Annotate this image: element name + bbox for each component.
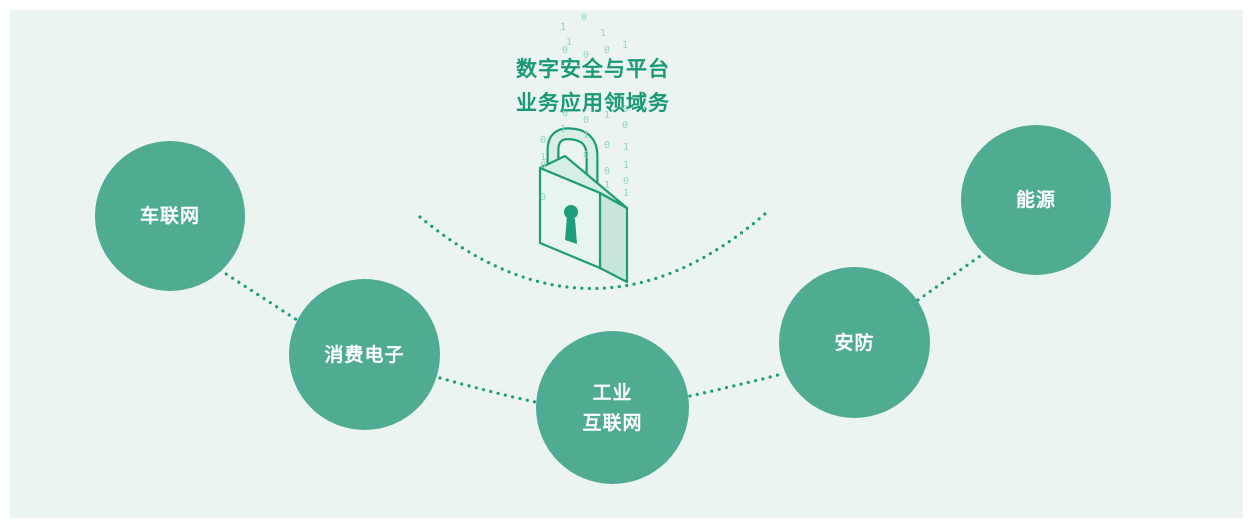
title-line-1: 数字安全与平台 [516,57,670,81]
binary-digit: 0 [623,176,630,187]
node-security: 安防 [779,267,930,418]
node-auto-label: 车联网 [139,205,200,227]
binary-digit: 0 [581,12,588,23]
binary-digit: 0 [540,160,547,171]
binary-digit: 1 [623,142,630,153]
binary-digit: 1 [604,180,611,191]
binary-digit: 1 [540,152,547,163]
node-industrial-label-2: 互联网 [582,411,643,434]
binary-digit: 1 [566,37,573,48]
binary-digit: 0 [622,120,629,131]
node-auto: 车联网 [95,141,245,291]
node-energy-label: 能源 [1015,189,1056,211]
binary-digit: 1 [622,40,629,51]
binary-digit: 1 [604,110,611,121]
binary-digit: 1 [560,22,567,33]
binary-digit: 0 [583,50,590,61]
binary-digit: 0 [583,150,590,161]
binary-digit: 0 [540,135,547,146]
connector-consumer-industrial [438,376,537,404]
binary-digit: 0 [604,140,611,151]
binary-digit: 1 [623,188,630,199]
node-consumer: 消费电子 [289,279,440,430]
binary-digit: 1 [600,28,607,39]
binary-digit: 1 [623,160,630,171]
connector-security-energy [916,252,985,302]
title-line-2: 业务应用领域务 [516,91,670,115]
binary-digit: 1 [560,124,567,135]
node-industrial-label-1: 工业 [592,381,633,404]
padlock-icon [538,127,629,284]
binary-digit: 0 [562,108,569,119]
binary-digit: 1 [583,130,590,141]
node-security-label: 安防 [834,331,875,354]
binary-digit: 0 [540,192,547,203]
binary-digit: 0 [622,104,629,115]
node-industrial: 工业 互联网 [536,331,689,484]
diagram-title: 数字安全与平台 业务应用领域务 [458,52,728,120]
binary-digit: 0 [583,115,590,126]
node-energy: 能源 [961,125,1111,275]
binary-digit: 0 [604,45,611,56]
binary-digit: 0 [604,166,611,177]
node-consumer-label: 消费电子 [324,343,405,366]
connector-auto-consumer [218,268,299,322]
binary-digit: 0 [562,45,569,56]
